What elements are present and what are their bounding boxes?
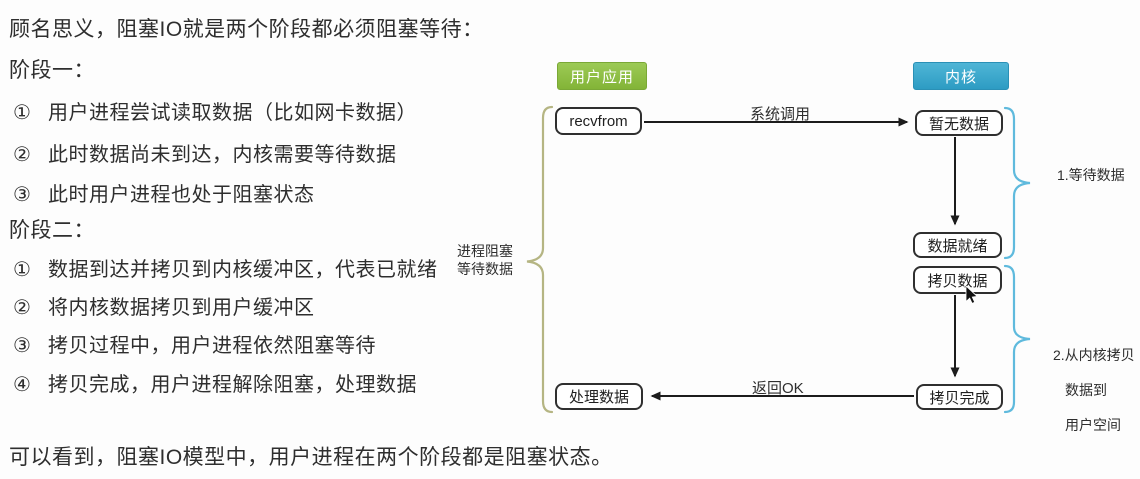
left-brace — [526, 105, 554, 414]
node-copy-done: 拷贝完成 — [916, 384, 1003, 410]
phase2-heading: 阶段二： — [9, 219, 95, 242]
item-text: 此时用户进程也处于阻塞状态 — [48, 184, 315, 206]
left-brace-label: 进程阻塞 等待数据 — [457, 243, 513, 277]
right-brace-2-line: 2.从内核拷贝 — [1053, 346, 1135, 363]
item-number: ① — [13, 259, 32, 281]
right-brace-1 — [1003, 106, 1031, 260]
node-process-data: 处理数据 — [555, 383, 643, 410]
return-ok-edge-label: 返回OK — [752, 380, 804, 397]
node-data-ready: 数据就绪 — [913, 232, 1002, 258]
right-brace-1-label: 1.等待数据 — [1057, 167, 1125, 183]
item-text: 拷贝完成，用户进程解除阻塞，处理数据 — [48, 374, 417, 396]
right-brace-2 — [1003, 264, 1031, 414]
right-brace-2-line: 用户空间 — [1065, 416, 1121, 433]
list-item: ③ 拷贝过程中，用户进程依然阻塞等待 — [13, 329, 376, 358]
list-item: ② 此时数据尚未到达，内核需要等待数据 — [13, 138, 397, 167]
user-app-header: 用户应用 — [557, 62, 647, 90]
intro-line: 顾名思义，阻塞IO就是两个阶段都必须阻塞等待： — [9, 18, 484, 41]
item-number: ③ — [13, 184, 32, 206]
item-text: 此时数据尚未到达，内核需要等待数据 — [48, 144, 397, 166]
item-text: 将内核数据拷贝到用户缓冲区 — [48, 297, 315, 319]
right-brace-2-label: 2.从内核拷贝 数据到 用户空间 — [1053, 329, 1135, 452]
syscall-edge-label: 系统调用 — [750, 106, 811, 123]
node-recvfrom: recvfrom — [555, 107, 642, 135]
item-number: ② — [13, 144, 32, 166]
list-item: ③ 此时用户进程也处于阻塞状态 — [13, 178, 315, 207]
item-number: ④ — [13, 374, 32, 396]
item-text: 数据到达并拷贝到内核缓冲区，代表已就绪 — [48, 259, 438, 281]
list-item: ① 数据到达并拷贝到内核缓冲区，代表已就绪 — [13, 253, 438, 282]
right-brace-2-line: 数据到 — [1065, 381, 1107, 398]
item-text: 拷贝过程中，用户进程依然阻塞等待 — [48, 335, 376, 357]
item-number: ③ — [13, 335, 32, 357]
conclusion-line: 可以看到，阻塞IO模型中，用户进程在两个阶段都是阻塞状态。 — [9, 446, 613, 469]
list-item: ① 用户进程尝试读取数据（比如网卡数据） — [13, 96, 417, 125]
item-text: 用户进程尝试读取数据（比如网卡数据） — [48, 102, 417, 124]
item-number: ② — [13, 297, 32, 319]
kernel-header: 内核 — [913, 62, 1009, 90]
node-no-data: 暂无数据 — [915, 110, 1003, 136]
list-item: ② 将内核数据拷贝到用户缓冲区 — [13, 291, 315, 320]
list-item: ④ 拷贝完成，用户进程解除阻塞，处理数据 — [13, 368, 417, 397]
item-number: ① — [13, 102, 32, 124]
node-copy-data: 拷贝数据 — [913, 266, 1002, 294]
phase1-heading: 阶段一： — [9, 59, 95, 82]
